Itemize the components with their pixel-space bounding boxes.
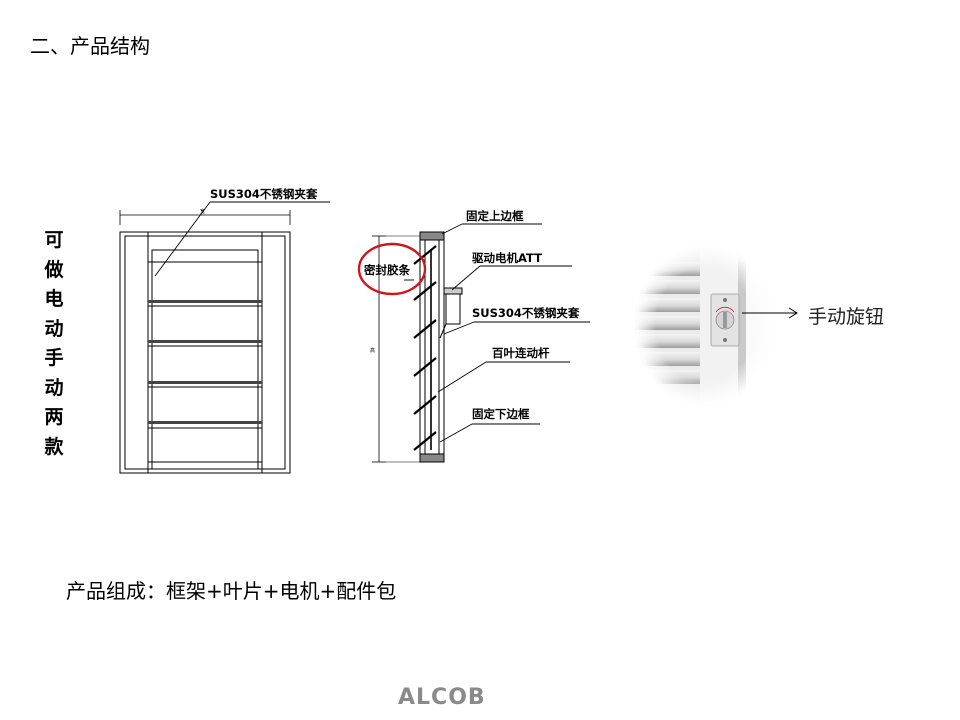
composition-text: 产品组成：框架+叶片+电机+配件包 <box>66 579 397 603</box>
vertical-note-char: 动 <box>44 376 64 399</box>
svg-text:高: 高 <box>370 347 375 354</box>
vertical-note-char: 做 <box>44 258 64 281</box>
front-clamp-label: SUS304不锈钢夹套 <box>210 187 318 201</box>
seal-label: 密封胶条 <box>363 263 410 277</box>
arrow-icon <box>742 307 798 319</box>
front-view: 宽 <box>119 201 330 474</box>
linkage-label: 百叶连动杆 <box>492 346 550 360</box>
vertical-note: 可 做 电 动 手 动 两 款 <box>42 226 66 462</box>
side-clamp-label: SUS304不锈钢夹套 <box>472 306 580 320</box>
vertical-note-char: 手 <box>44 347 64 369</box>
vertical-note-char: 两 <box>44 406 64 428</box>
vertical-note-char: 电 <box>44 288 64 310</box>
bottom-frame-label: 固定下边框 <box>472 407 530 421</box>
page-title: 二、产品结构 <box>30 34 150 58</box>
motor-label: 驱动电机ATT <box>472 251 542 265</box>
knob-label: 手动旋钮 <box>808 306 885 328</box>
top-frame-label: 固定上边框 <box>466 209 524 223</box>
vertical-note-char: 可 <box>44 229 64 251</box>
vertical-note-char: 款 <box>44 435 64 458</box>
seal-highlight-circle <box>357 242 427 296</box>
vertical-note-char: 动 <box>44 317 64 340</box>
brand-logo: ALCOB <box>398 685 486 710</box>
